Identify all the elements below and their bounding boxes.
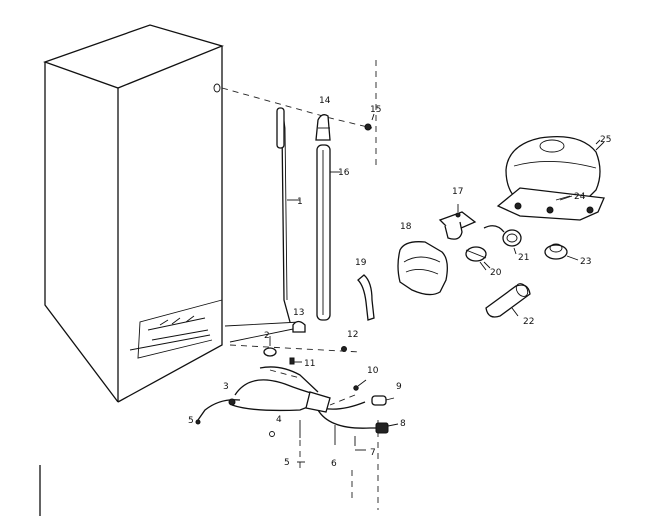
label-21: 21 <box>518 253 529 263</box>
part-20-overload <box>465 246 491 269</box>
part-11-fastener <box>289 357 302 365</box>
part-21-capacitor <box>483 225 522 255</box>
wire-harness <box>195 366 380 463</box>
part-labels: 1 2 3 4 5 5 6 7 8 9 10 11 12 13 14 15 16… <box>188 96 611 469</box>
label-9: 9 <box>396 382 402 392</box>
part-25-compressor <box>505 135 605 203</box>
part-7-bolt <box>354 436 366 451</box>
part-12-fastener <box>341 346 347 352</box>
label-5a: 5 <box>188 416 194 426</box>
label-17: 17 <box>452 187 463 197</box>
label-4: 4 <box>276 415 282 425</box>
label-2: 2 <box>264 331 270 341</box>
label-8: 8 <box>400 419 406 429</box>
label-22: 22 <box>523 317 534 327</box>
part-13-clip <box>292 320 306 333</box>
label-24: 24 <box>574 192 586 202</box>
label-19: 19 <box>355 258 367 268</box>
label-13: 13 <box>293 308 304 318</box>
label-25: 25 <box>600 135 611 145</box>
label-23: 23 <box>580 257 591 267</box>
part-19-tube <box>357 274 375 321</box>
part-1-tube <box>276 107 300 323</box>
label-6: 6 <box>331 459 337 469</box>
part-2-grommet <box>263 336 277 357</box>
label-7: 7 <box>370 448 376 458</box>
part-24-base <box>496 187 605 221</box>
part-8-plug <box>375 422 399 434</box>
part-17-relay <box>438 204 477 240</box>
part-9-connector <box>371 395 395 406</box>
leader-lines <box>371 113 601 271</box>
cabinet <box>43 24 301 403</box>
label-18: 18 <box>400 222 412 232</box>
part-15-screw <box>364 123 372 131</box>
part-10-screw <box>353 379 367 391</box>
label-14: 14 <box>319 96 331 106</box>
label-10: 10 <box>367 366 379 376</box>
label-11: 11 <box>304 359 315 369</box>
part-22-tube <box>485 283 531 318</box>
label-20: 20 <box>490 268 502 278</box>
part-23-grommet <box>544 243 579 261</box>
part-14-cap <box>315 114 331 141</box>
label-16: 16 <box>338 168 350 178</box>
label-3: 3 <box>223 382 229 392</box>
label-5b: 5 <box>284 458 290 468</box>
part-16-drain-tube <box>316 144 340 321</box>
part-18-cover <box>397 241 448 296</box>
label-15: 15 <box>370 105 381 115</box>
label-1: 1 <box>297 197 303 207</box>
label-12: 12 <box>347 330 358 340</box>
